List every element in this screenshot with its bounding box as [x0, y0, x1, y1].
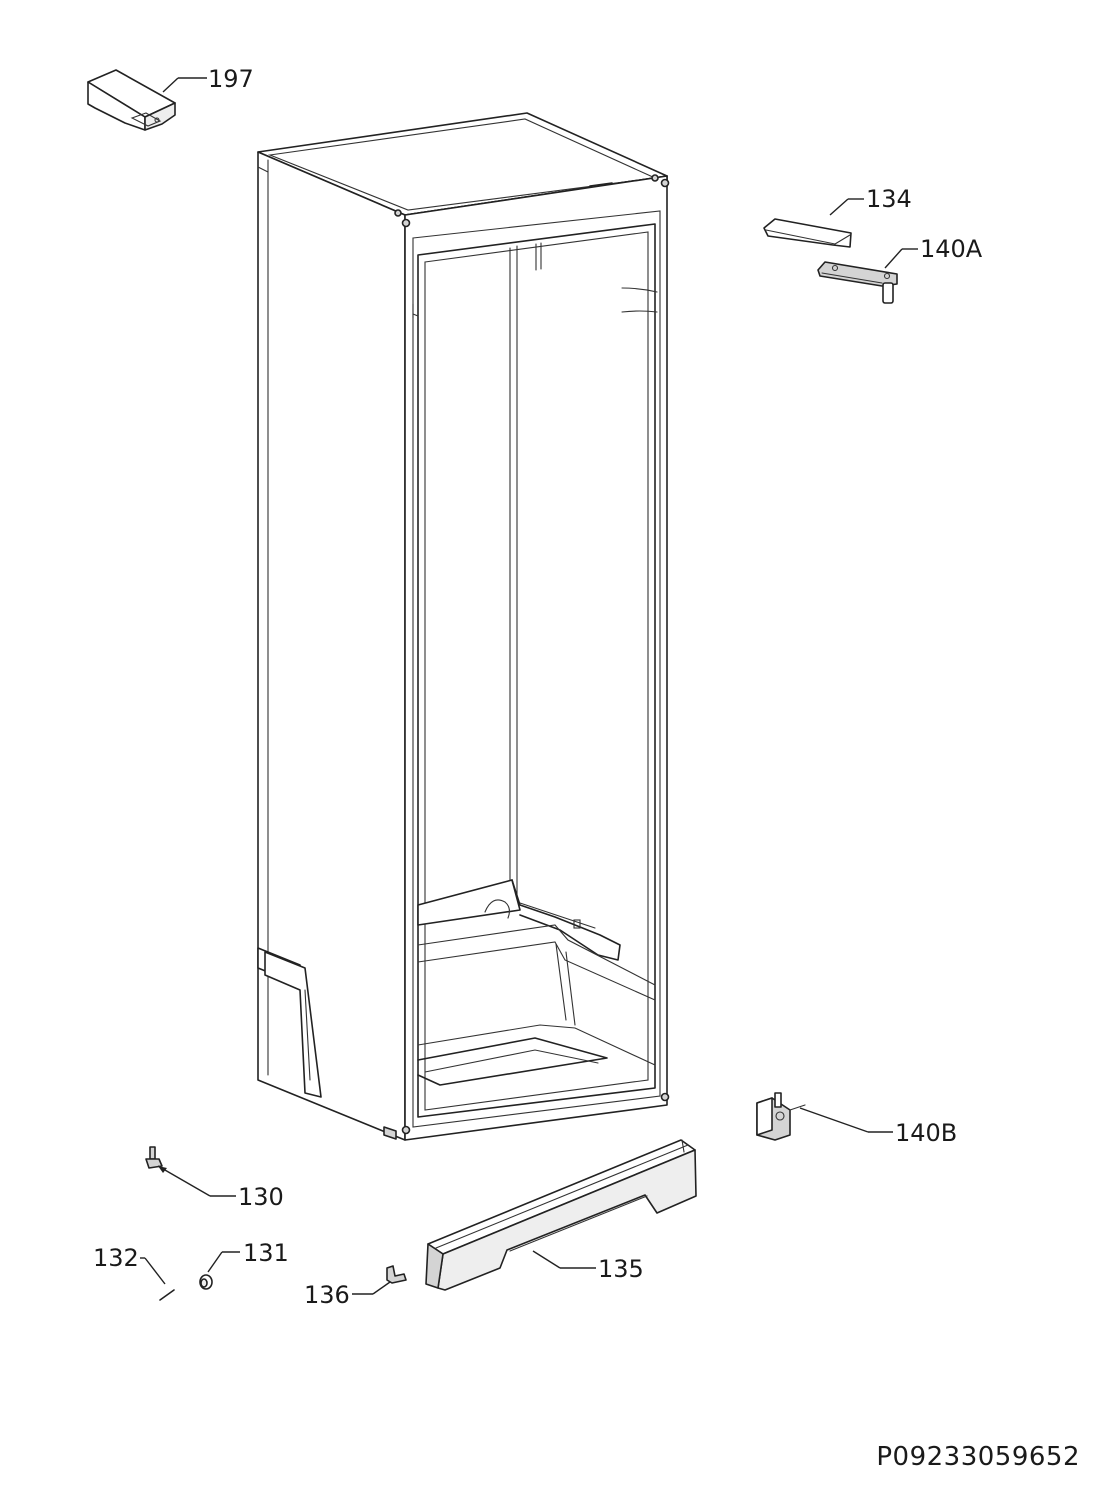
part-131-bushing: 131: [199, 1239, 289, 1290]
part-197-hinge-cover: 197: [87, 65, 254, 131]
cabinet-body: [257, 112, 670, 1141]
part-label-140A: 140A: [920, 235, 983, 263]
part-label-130: 130: [238, 1183, 284, 1211]
part-label-140B: 140B: [895, 1119, 957, 1147]
part-label-197: 197: [208, 65, 254, 93]
part-label-135: 135: [598, 1255, 644, 1283]
part-label-131: 131: [243, 1239, 289, 1267]
part-label-134: 134: [866, 185, 912, 213]
part-136-clip: 136: [304, 1265, 407, 1309]
document-code: P09233059652: [876, 1442, 1080, 1472]
part-label-136: 136: [304, 1281, 350, 1309]
part-135-kickplate: 135: [425, 1139, 697, 1291]
part-label-132: 132: [93, 1244, 139, 1272]
part-132-pin: 132: [93, 1244, 175, 1301]
part-140A-top-hinge: 140A: [817, 235, 983, 304]
part-134-cover: 134: [763, 185, 912, 248]
part-130-foot: 130: [145, 1146, 284, 1211]
part-140B-bottom-hinge: 140B: [756, 1092, 957, 1147]
